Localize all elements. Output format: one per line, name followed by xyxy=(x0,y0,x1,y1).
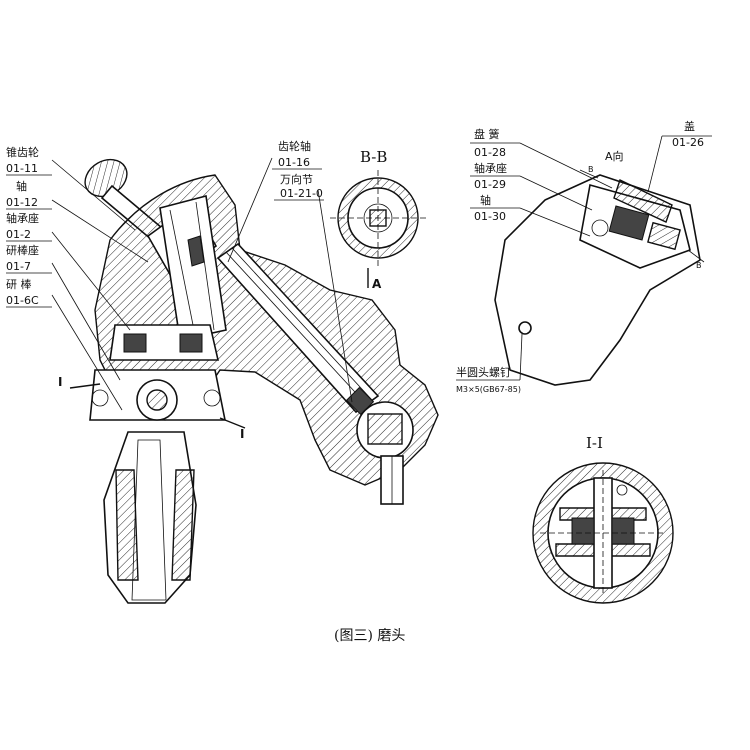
label-lap-rod-seat: 研棒座 xyxy=(6,243,39,257)
universal-joint-end xyxy=(356,401,414,505)
label-universal-joint: 万向节 xyxy=(280,172,313,186)
a-view-title: A向 xyxy=(605,149,624,163)
section-bb-title: B-B xyxy=(360,148,387,166)
label-cover-no: 01-26 xyxy=(672,136,704,149)
left-labels: 锥齿轮 01-11 轴 01-12 轴承座 01-2 研棒座 01-7 研 棒 … xyxy=(6,145,52,308)
label-bearing-seat-no: 01-2 xyxy=(6,228,31,241)
label-gear-shaft-no: 01-16 xyxy=(278,156,310,169)
marker-a: A xyxy=(372,277,382,291)
a-view-labels: 盘 簧 01-28 轴承座 01-29 轴 01-30 盖 01-26 半圆头螺… xyxy=(456,119,712,394)
label-bevel-gear-no: 01-11 xyxy=(6,162,38,175)
label-universal-joint-no: 01-21-0 xyxy=(280,187,323,200)
label-lap-rod-seat-no: 01-7 xyxy=(6,260,31,273)
label-cover: 盖 xyxy=(684,119,695,133)
figure-caption: (图三) 磨头 xyxy=(334,628,405,644)
label-shaft-r: 轴 xyxy=(480,193,491,207)
label-disc-spring-no: 01-28 xyxy=(474,146,506,159)
label-shaft: 轴 xyxy=(16,179,27,193)
section-marker-i: I I xyxy=(58,375,246,441)
label-lap-rod-no: 01-6C xyxy=(6,294,39,307)
top-labels: 齿轮轴 01-16 万向节 01-21-0 xyxy=(272,139,324,201)
label-bearing-seat: 轴承座 xyxy=(6,211,39,225)
svg-text:B: B xyxy=(588,165,594,174)
section-ii: I-I xyxy=(532,434,674,604)
section-bb: B-B A xyxy=(330,148,426,291)
leader-lines-left xyxy=(51,157,353,411)
label-shaft-no: 01-12 xyxy=(6,196,38,209)
a-view: A向 B B xyxy=(494,149,705,386)
label-disc-spring: 盘 簧 xyxy=(474,127,500,141)
svg-text:I: I xyxy=(240,427,244,441)
main-grinding-head: I I xyxy=(51,157,439,604)
label-screw: 半圆头螺钉 xyxy=(456,365,511,379)
svg-text:B: B xyxy=(696,261,702,270)
lap-rod xyxy=(103,431,197,604)
label-gear-shaft: 齿轮轴 xyxy=(278,139,311,153)
label-bearing-seat-r-no: 01-29 xyxy=(474,178,506,191)
label-bearing-seat-r: 轴承座 xyxy=(474,161,507,175)
label-lap-rod: 研 棒 xyxy=(6,277,32,291)
label-shaft-r-no: 01-30 xyxy=(474,210,506,223)
gear-shaft xyxy=(216,242,380,416)
cross-hub xyxy=(91,379,221,421)
svg-text:I: I xyxy=(58,375,62,389)
label-screw-spec: M3×5(GB67-85) xyxy=(456,385,521,394)
section-ii-title: I-I xyxy=(586,434,603,452)
label-bevel-gear: 锥齿轮 xyxy=(6,145,39,159)
